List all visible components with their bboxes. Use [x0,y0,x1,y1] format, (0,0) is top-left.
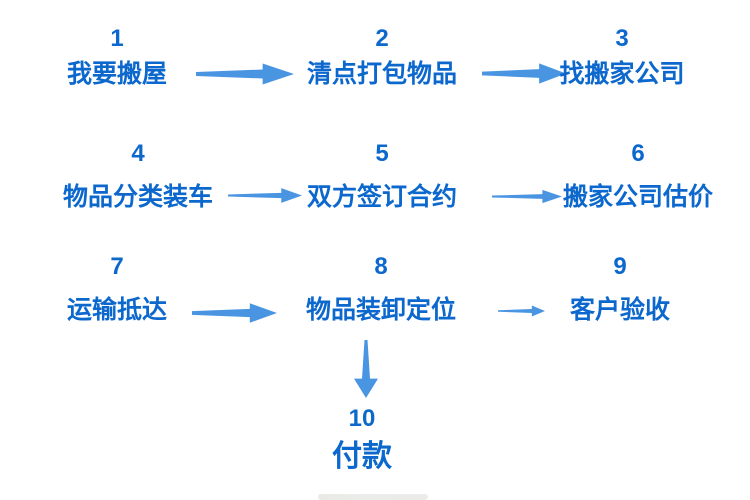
cropped-bottom-element [318,494,428,500]
step-10: 10 付款 [300,403,424,477]
step-3-label: 找搬家公司 [559,60,685,88]
step-7-number: 7 [110,253,124,280]
step-8-number: 8 [374,253,388,280]
arrow-right-icon [192,301,277,325]
arrow-right-icon [482,61,566,86]
step-2: 2 清点打包物品 [300,23,464,91]
step-4-label: 物品分类装车 [62,183,213,211]
step-2-label: 清点打包物品 [306,60,457,88]
step-5: 5 双方签订合约 [300,138,464,214]
step-3-number: 3 [615,25,629,52]
step-9-label: 客户验收 [569,296,670,324]
step-6-label: 搬家公司估价 [562,183,713,211]
arrow-right-icon [492,188,562,205]
step-6-number: 6 [631,140,645,167]
arrow-right-icon [228,186,302,205]
step-5-number: 5 [375,140,389,167]
step-2-number: 2 [375,25,389,52]
step-4: 4 物品分类装车 [56,138,220,214]
arrow-right-icon [498,304,545,318]
step-3: 3 找搬家公司 [556,23,688,91]
step-10-label: 付款 [332,440,392,473]
step-1-number: 1 [110,25,124,52]
step-7-label: 运输抵达 [66,296,167,324]
step-8-label: 物品装卸定位 [305,296,456,324]
step-9: 9 客户验收 [560,251,680,327]
step-5-label: 双方签订合约 [306,183,457,211]
arrow-right-icon [196,61,294,87]
step-1: 1 我要搬屋 [58,23,176,91]
step-9-number: 9 [613,253,627,280]
arrow-down-icon [352,340,380,398]
step-8: 8 物品装卸定位 [298,251,464,327]
step-4-number: 4 [131,140,145,167]
step-6: 6 搬家公司估价 [556,138,720,214]
step-10-number: 10 [348,405,376,432]
step-7: 7 运输抵达 [58,251,176,327]
step-1-label: 我要搬屋 [66,60,167,88]
